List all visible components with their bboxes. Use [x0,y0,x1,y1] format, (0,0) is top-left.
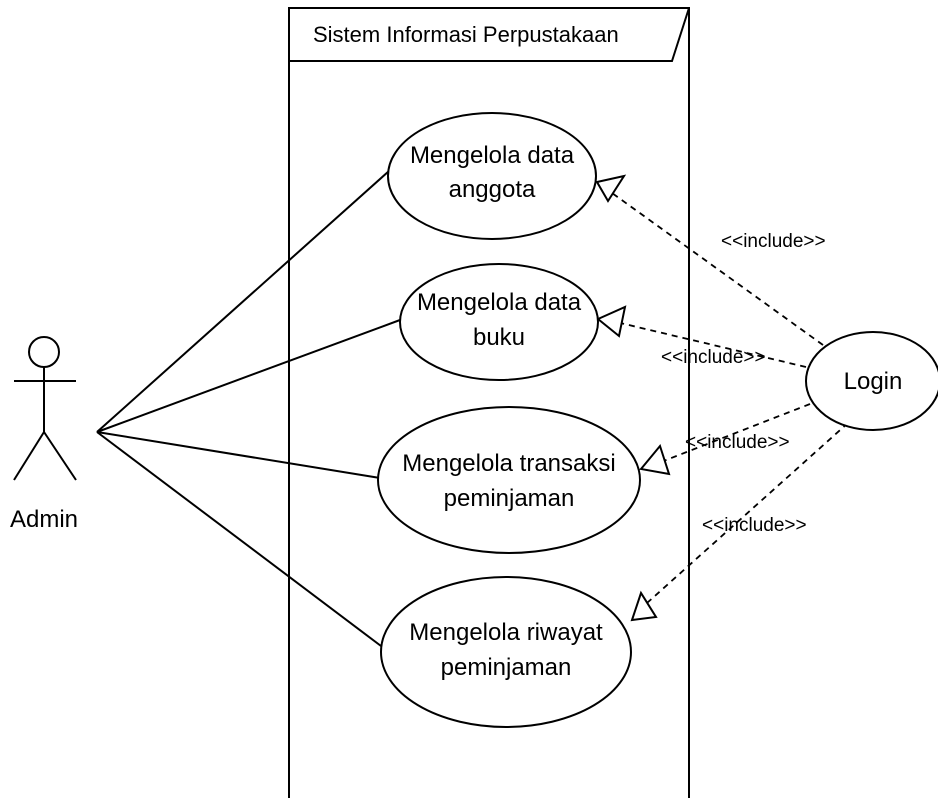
use-case-ellipse [399,263,599,381]
association-line [96,431,382,647]
include-label: <<include>> [721,231,826,252]
use-case-label: Mengelola data [410,142,575,169]
use-case-label: Mengelola data [417,289,582,316]
include-arrowhead [596,305,627,338]
include-line [611,192,824,346]
use-case-label: peminjaman [441,654,572,681]
include-arrowhead [595,174,627,203]
include-label: <<include>> [661,347,766,368]
associations [96,170,401,647]
include-line [646,422,849,604]
actor-head [28,336,60,368]
use-case-manage-books[interactable]: Mengelola data buku [399,263,599,381]
use-case-ellipse [377,406,641,554]
use-case-manage-loan-history[interactable]: Mengelola riwayat peminjaman [380,576,632,728]
use-case-login[interactable]: Login [805,331,938,431]
use-case-manage-loan-transactions[interactable]: Mengelola transaksi peminjaman [377,406,641,554]
use-case-label: peminjaman [444,485,575,512]
use-case-manage-members[interactable]: Mengelola data anggota [387,112,597,240]
include-label: <<include>> [685,432,790,453]
use-case-ellipse [380,576,632,728]
system-title: Sistem Informasi Perpustakaan [313,22,619,47]
use-case-ellipse [805,331,938,431]
include-arrowhead [630,590,658,622]
use-case-label: Mengelola riwayat [409,619,603,646]
use-case-label: buku [473,324,525,351]
actor-admin[interactable]: Admin [10,336,78,533]
association-line [96,431,381,479]
include-arrowhead [639,443,671,476]
include-line [660,403,811,463]
system-boundary[interactable]: Sistem Informasi Perpustakaan [288,7,690,798]
include-relations: <<include>> <<include>> <<include>> <<in… [595,174,849,622]
use-case-ellipse [387,112,597,240]
actor-label: Admin [10,506,78,533]
use-case-label: Mengelola transaksi [402,450,615,477]
actor-left-leg [13,431,45,481]
actor-right-leg [43,431,77,481]
include-label: <<include>> [702,515,807,536]
login-label: Login [844,368,903,395]
association-line [96,170,390,433]
use-case-label: anggota [449,176,536,203]
association-line [96,319,401,433]
